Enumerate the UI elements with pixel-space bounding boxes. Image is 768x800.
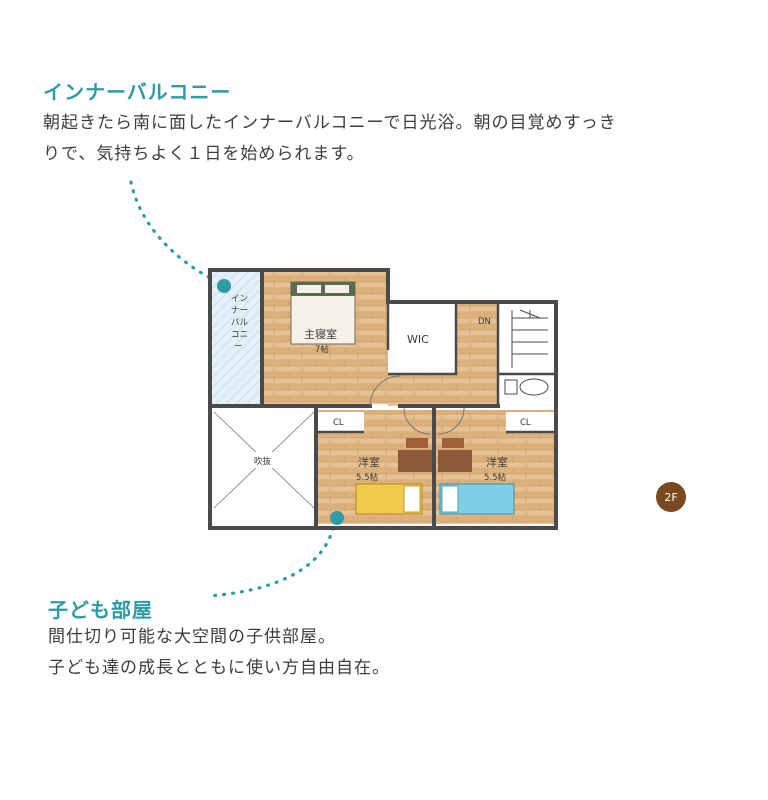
kids-room-right-label: 洋室 xyxy=(486,455,508,469)
kids-room-callout-line: 子ども達の成長とともに使い方自由自在。 xyxy=(48,658,390,678)
stair-treads xyxy=(511,309,548,368)
kids-room-callout-line: 間仕切り可能な大空間の子供部屋。 xyxy=(48,627,336,647)
balcony-floor xyxy=(210,272,262,406)
hall-floor xyxy=(388,374,498,406)
master-bedroom-label: 主寝室 xyxy=(304,327,337,341)
door-swings xyxy=(369,375,465,435)
balcony-callout-title: インナーバルコニー xyxy=(43,80,232,104)
hall-floor-right xyxy=(456,302,498,374)
kids-room-right-size: 5.5帖 xyxy=(484,472,507,483)
stair-area xyxy=(498,302,556,374)
kids-room-left-label: 洋室 xyxy=(358,455,380,469)
balcony-label-5: ー xyxy=(234,342,243,352)
desk-right xyxy=(438,438,472,472)
kids-room-left-size: 5.5帖 xyxy=(356,472,379,483)
wic-floor xyxy=(388,302,456,374)
wic-label: WIC xyxy=(407,333,429,346)
down-label: DN xyxy=(478,317,491,327)
kids-room-marker-dot xyxy=(330,511,344,525)
balcony-marker-dot xyxy=(217,279,231,293)
floor-badge: 2F xyxy=(656,482,686,512)
master-bedroom-size: 7帖 xyxy=(315,344,329,355)
kids-room-callout-title: 子ども部屋 xyxy=(48,598,153,622)
kids-room-callout-body: 間仕切り可能な大空間の子供部屋。 子ども達の成長とともに使い方自由自在。 xyxy=(48,622,390,684)
balcony-callout-line: 朝起きたら南に面したインナーバルコニーで日光浴。朝の目覚めすっき xyxy=(43,113,617,133)
toilet-icon xyxy=(504,378,549,396)
balcony-label-4: コニ xyxy=(231,330,248,340)
desk-left xyxy=(398,438,432,472)
balcony-callout-body: 朝起きたら南に面したインナーバルコニーで日光浴。朝の目覚めすっき りで、気持ちよ… xyxy=(43,108,617,170)
walls xyxy=(208,268,558,530)
closet-left-label: CL xyxy=(333,418,344,428)
bed-blue xyxy=(439,483,515,515)
kids-room-leader-line xyxy=(206,526,335,598)
interior-walls xyxy=(316,302,556,434)
void-label: 吹抜 xyxy=(254,456,272,467)
closet-right xyxy=(506,412,554,432)
master-bed xyxy=(290,281,356,345)
closet-right-label: CL xyxy=(520,418,531,428)
balcony-label-1: イン xyxy=(231,294,248,304)
balcony-label-3: バル xyxy=(231,318,249,328)
balcony-label-2: ナー xyxy=(231,306,248,316)
closet-left xyxy=(318,412,364,432)
bed-yellow xyxy=(355,483,423,515)
balcony-callout-line: りで、気持ちよく１日を始められます。 xyxy=(43,144,365,164)
